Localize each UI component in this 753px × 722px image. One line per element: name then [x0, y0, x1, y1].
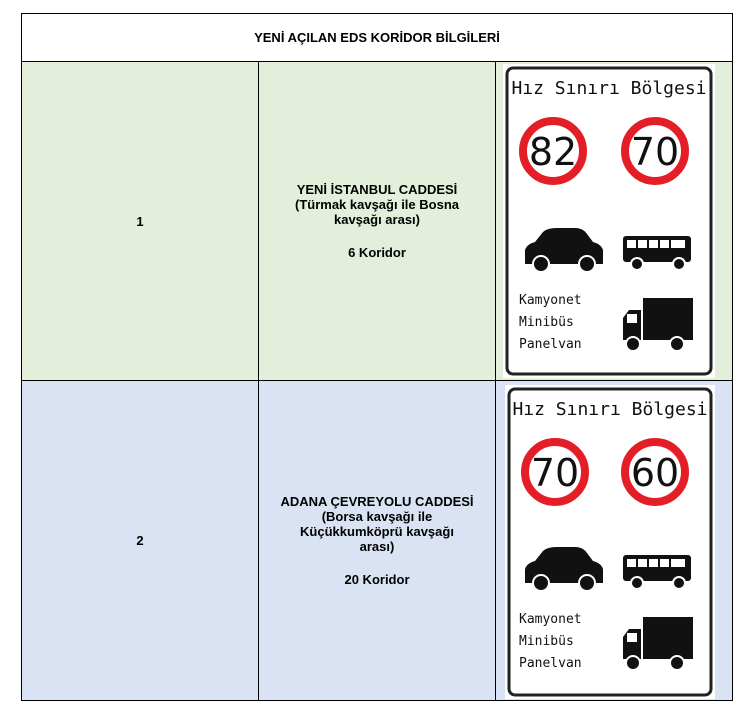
street-name: ADANA ÇEVREYOLU CADDESİ	[280, 494, 474, 509]
truck-icon	[623, 617, 693, 671]
speed-limit-circle	[621, 117, 689, 185]
table-row: 2 ADANA ÇEVREYOLU CADDESİ (Borsa kavşağı…	[21, 380, 733, 701]
vehicle-type-label: Kamyonet	[519, 293, 582, 308]
speed-limit-circle	[519, 117, 587, 185]
bus-icon	[623, 555, 691, 590]
row-number: 2	[21, 380, 259, 701]
corridor-count: 20 Koridor	[344, 572, 410, 587]
vehicle-type-label: Panelvan	[519, 337, 582, 352]
car-icon	[525, 547, 603, 592]
vehicle-type-label: Minibüs	[519, 315, 574, 330]
table-title: YENİ AÇILAN EDS KORİDOR BİLGİLERİ	[21, 13, 733, 62]
speed-sign-cell: Hız Sınırı Bölgesi 82 70	[495, 61, 733, 381]
corridor-description: YENİ İSTANBUL CADDESİ (Türmak kavşağı il…	[258, 61, 496, 381]
car-speed-limit: 70	[531, 451, 579, 495]
speed-sign-cell: Hız Sınırı Bölgesi 70 60	[495, 380, 733, 701]
truck-icon	[623, 298, 693, 352]
bus-icon	[623, 236, 691, 271]
corridor-count: 6 Koridor	[348, 245, 406, 260]
car-speed-limit: 82	[529, 130, 577, 174]
vehicle-type-label: Panelvan	[519, 656, 582, 671]
speed-limit-sign: Hız Sınırı Bölgesi 70 60	[505, 385, 715, 699]
sign-heading: Hız Sınırı Bölgesi	[512, 399, 707, 420]
street-name: YENİ İSTANBUL CADDESİ	[296, 182, 458, 197]
bus-speed-limit: 70	[631, 130, 679, 174]
row-number: 1	[21, 61, 259, 381]
table-row: 1 YENİ İSTANBUL CADDESİ (Türmak kavşağı …	[21, 61, 733, 381]
speed-limit-circle	[521, 438, 589, 506]
vehicle-type-label: Minibüs	[519, 634, 574, 649]
street-segment: (Türmak kavşağı ile Bosna kavşağı arası)	[294, 197, 459, 227]
street-segment: (Borsa kavşağı ile Küçükkumköprü kavşağı…	[300, 509, 454, 554]
speed-limit-circle	[621, 438, 689, 506]
vehicle-type-label: Kamyonet	[519, 612, 582, 627]
bus-speed-limit: 60	[631, 451, 679, 495]
car-icon	[525, 228, 603, 273]
corridor-description: ADANA ÇEVREYOLU CADDESİ (Borsa kavşağı i…	[258, 380, 496, 701]
eds-corridor-table: YENİ AÇILAN EDS KORİDOR BİLGİLERİ 1 YENİ…	[21, 13, 733, 701]
speed-limit-sign: Hız Sınırı Bölgesi 82 70	[503, 64, 715, 378]
sign-heading: Hız Sınırı Bölgesi	[511, 78, 706, 99]
